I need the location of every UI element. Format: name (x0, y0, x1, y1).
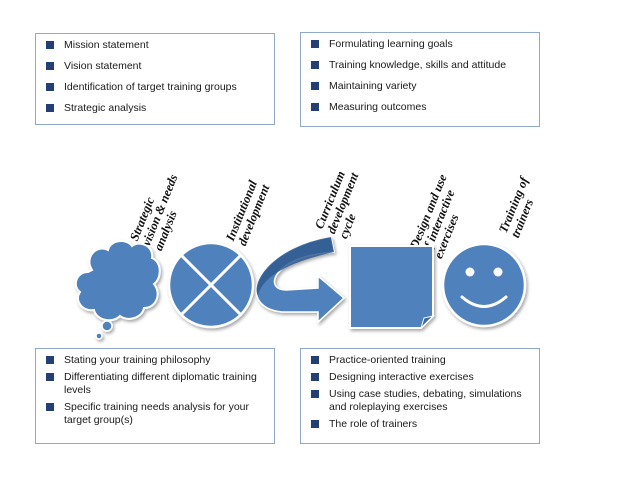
square-bullet-icon (46, 403, 54, 411)
list-item: Strategic analysis (44, 102, 266, 115)
list-item: Training knowledge, skills and attitude (309, 59, 531, 72)
list-item: Measuring outcomes (309, 101, 531, 114)
list-item: Maintaining variety (309, 80, 531, 93)
bottom-right-box: Practice-oriented training Designing int… (300, 348, 540, 444)
top-right-box: Formulating learning goals Training know… (300, 32, 540, 127)
square-bullet-icon (46, 373, 54, 381)
folded-page-icon (349, 245, 435, 329)
list-item: The role of trainers (309, 418, 531, 431)
list-item: Differentiating different diplomatic tra… (44, 371, 266, 397)
list-item: Specific training needs analysis for you… (44, 401, 266, 427)
bottom-left-box: Stating your training philosophy Differe… (35, 348, 275, 444)
list-item: Formulating learning goals (309, 38, 531, 51)
square-bullet-icon (311, 373, 319, 381)
list-item: Vision statement (44, 60, 266, 73)
list-item: Practice-oriented training (309, 354, 531, 367)
square-bullet-icon (46, 83, 54, 91)
curved-arrow-icon (255, 236, 346, 324)
square-bullet-icon (46, 104, 54, 112)
square-bullet-icon (46, 41, 54, 49)
square-bullet-icon (46, 356, 54, 364)
square-bullet-icon (311, 390, 319, 398)
square-bullet-icon (311, 420, 319, 428)
quartered-circle-icon (167, 241, 255, 329)
list-item: Designing interactive exercises (309, 371, 531, 384)
square-bullet-icon (311, 40, 319, 48)
smiley-face-icon (441, 242, 527, 328)
top-left-box: Mission statement Vision statement Ident… (35, 33, 275, 125)
square-bullet-icon (311, 356, 319, 364)
list-item: Mission statement (44, 39, 266, 52)
list-item: Using case studies, debating, simulation… (309, 388, 531, 414)
square-bullet-icon (311, 82, 319, 90)
thought-cloud-icon (74, 240, 161, 340)
list-item: Identification of target training groups (44, 81, 266, 94)
square-bullet-icon (311, 103, 319, 111)
list-item: Stating your training philosophy (44, 354, 266, 367)
square-bullet-icon (46, 62, 54, 70)
square-bullet-icon (311, 61, 319, 69)
